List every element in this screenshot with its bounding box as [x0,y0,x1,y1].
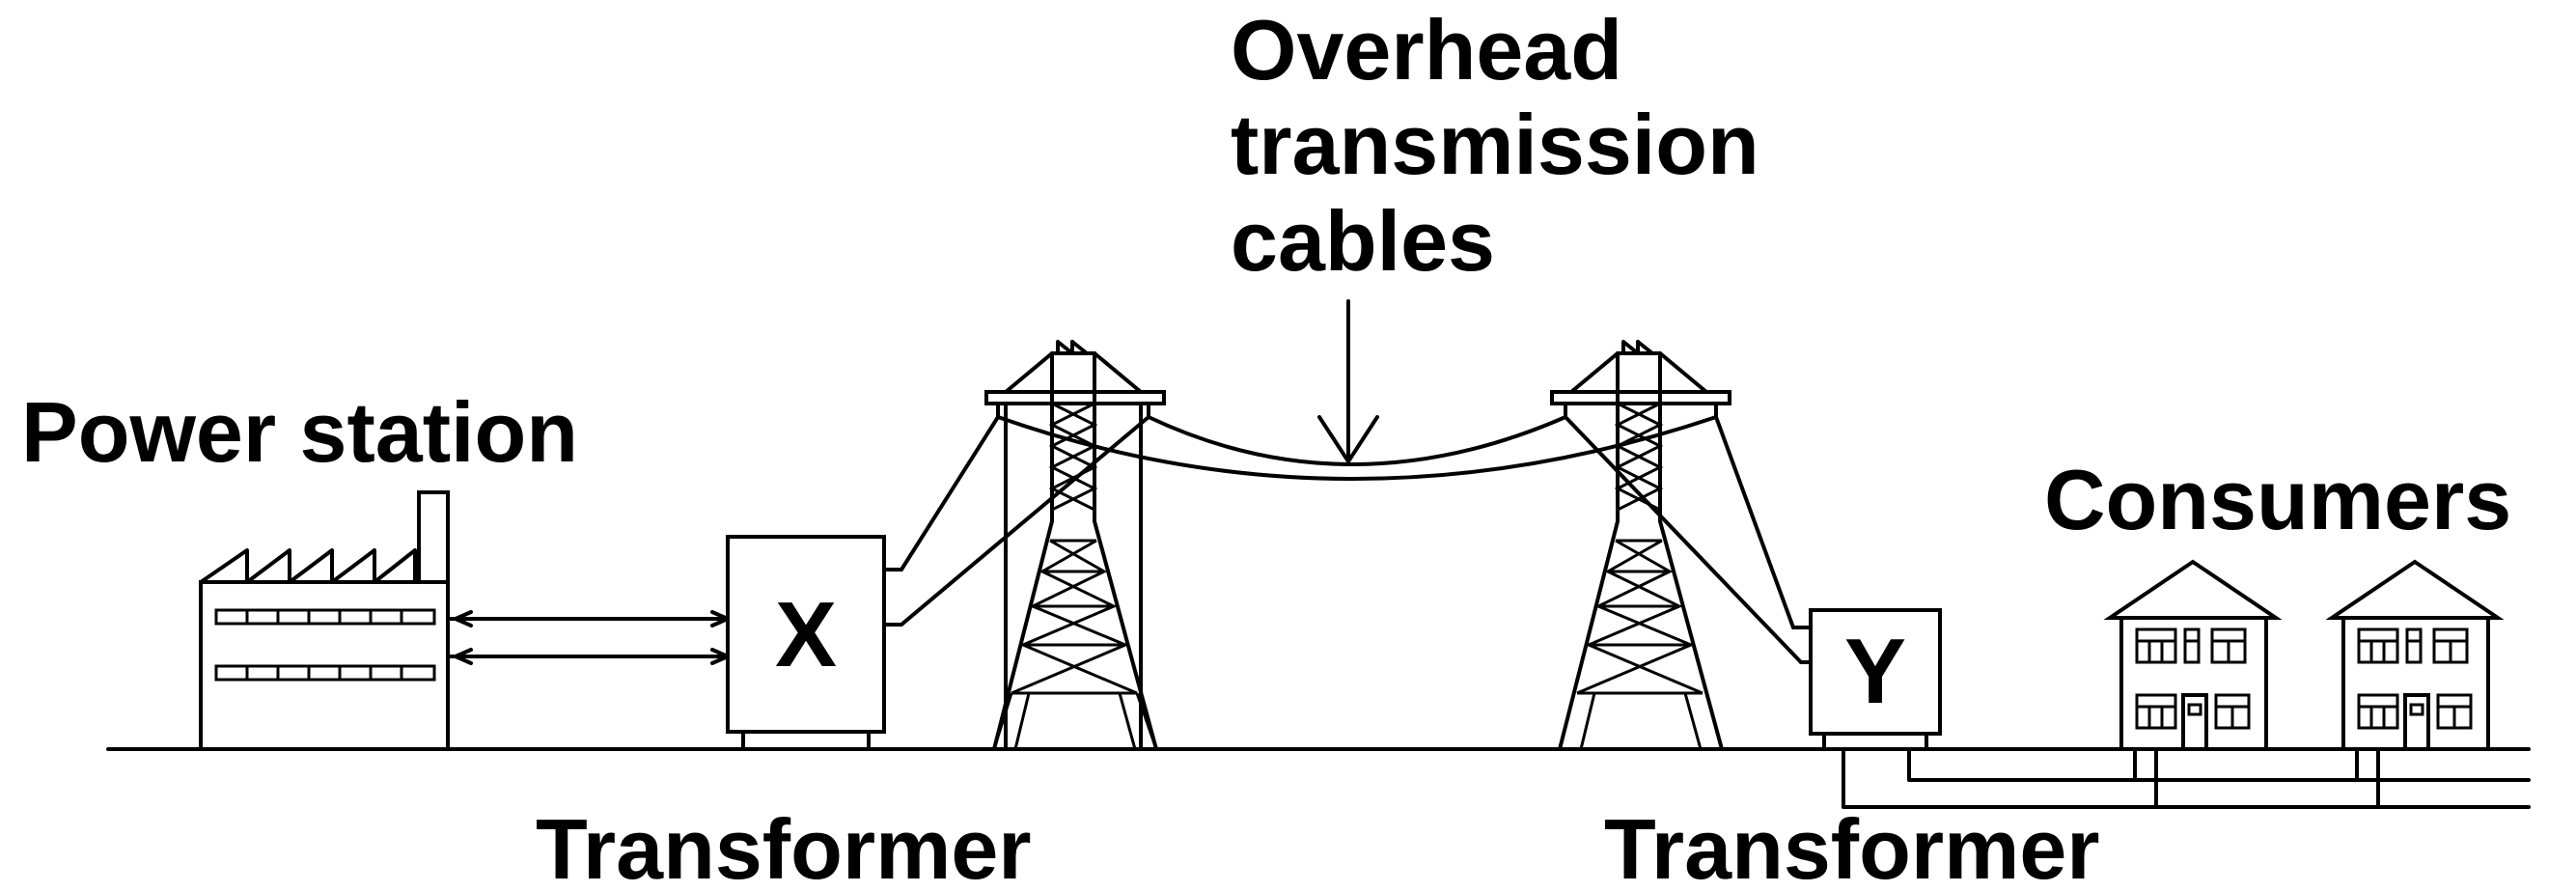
power-station-label: Power station [21,384,578,480]
pylon-right [1550,340,1731,751]
cables-label-line1: Overhead [1231,2,1622,98]
transformer-x-letter: X [775,583,837,686]
transformer-x: X [726,535,903,751]
labels: Overhead transmission cables Power stati… [21,2,2511,892]
overhead-cables [900,402,1813,664]
transformer-y: Y [1799,608,1942,751]
house-2 [2325,559,2505,751]
pylon-left [984,340,1166,751]
cables-label-line2: transmission [1231,97,1759,192]
consumers-label: Consumers [2044,452,2511,547]
cables-pointer-arrow [1317,299,1379,463]
power-station [199,490,450,751]
transformer-left-label: Transformer [536,801,1032,892]
station-to-x-wires [446,610,730,665]
house-1 [2103,559,2283,751]
cables-label-line3: cables [1231,193,1495,289]
transformer-y-letter: Y [1844,620,1906,723]
transformer-right-label: Transformer [1604,801,2100,892]
